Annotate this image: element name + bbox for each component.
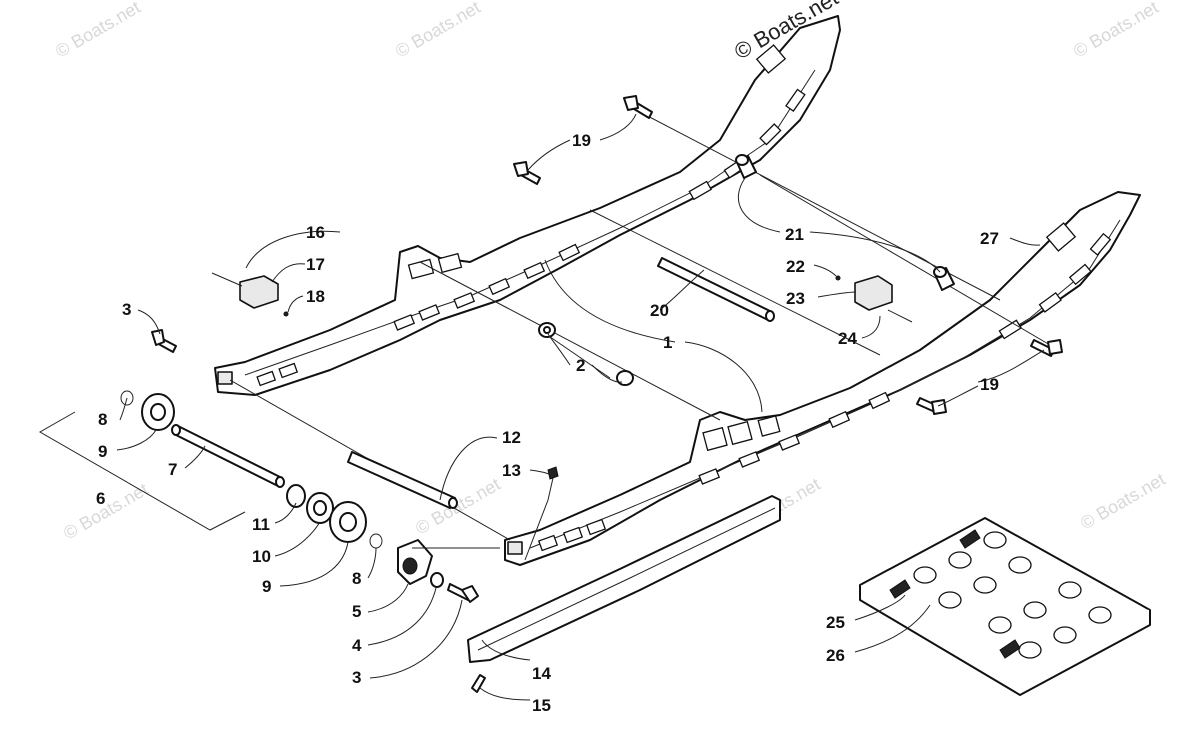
- track-section: [859, 517, 1151, 696]
- callout-14: 14: [532, 664, 551, 683]
- callout-labels: 1 2 3 3 4 5 6 7 8 8 9 9 10 11 12 13 14 1…: [96, 131, 999, 715]
- slide-14: [467, 495, 781, 693]
- callout-4: 4: [352, 636, 362, 655]
- callout-9: 9: [98, 442, 107, 461]
- axle-7: [171, 424, 285, 488]
- pin-13: [547, 466, 559, 480]
- watermark: © Boats.net: [1070, 0, 1162, 61]
- shaft-20: [657, 257, 775, 322]
- callout-7: 7: [168, 460, 177, 479]
- bearing-9-lower: [329, 501, 367, 543]
- callout-23: 23: [786, 289, 805, 308]
- bolt-19: [513, 95, 1063, 415]
- spacer-2: [538, 322, 634, 386]
- callout-6: 6: [96, 489, 105, 508]
- stop-block-23: [835, 275, 913, 323]
- callout-16: 16: [306, 223, 325, 242]
- callout-2: 2: [576, 356, 585, 375]
- wheel-5: [397, 539, 433, 585]
- callout-27: 27: [980, 229, 999, 248]
- snap-ring-8-upper: [120, 390, 134, 406]
- callout-8: 8: [98, 410, 107, 429]
- callout-20: 20: [650, 301, 669, 320]
- watermark: © Boats.net: [392, 0, 484, 61]
- watermark-layer: © Boats.net © Boats.net © Boats.net © Bo…: [52, 0, 1169, 543]
- snap-ring-8-lower: [369, 533, 383, 549]
- callout-8: 8: [352, 569, 361, 588]
- spacer-10: [306, 492, 334, 524]
- bolt-3-upper: [151, 329, 177, 353]
- callout-12: 12: [502, 428, 521, 447]
- callout-3: 3: [122, 300, 131, 319]
- group-bracket-6: [38, 411, 246, 531]
- callout-22: 22: [786, 257, 805, 276]
- callout-1: 1: [663, 333, 672, 352]
- watermark: © Boats.net: [52, 0, 144, 61]
- callout-26: 26: [826, 646, 845, 665]
- rail-front: [504, 191, 1141, 566]
- stop-block-17: [211, 272, 289, 317]
- bushing-21: [735, 154, 955, 291]
- callout-18: 18: [306, 287, 325, 306]
- callout-10: 10: [252, 547, 271, 566]
- callout-15: 15: [532, 696, 551, 715]
- axle-12: [347, 451, 458, 509]
- rail-back: [214, 15, 841, 396]
- callout-3: 3: [352, 668, 361, 687]
- bearing-9-upper: [141, 393, 175, 431]
- callout-24: 24: [838, 329, 857, 348]
- leader-lines: [116, 113, 1045, 701]
- callout-9: 9: [262, 577, 271, 596]
- callout-5: 5: [352, 602, 361, 621]
- callout-11: 11: [252, 515, 270, 534]
- callout-19: 19: [980, 375, 999, 394]
- washer-4: [430, 572, 444, 588]
- callout-21: 21: [785, 225, 804, 244]
- callout-13: 13: [502, 461, 521, 480]
- callout-17: 17: [306, 255, 325, 274]
- snap-ring-11: [286, 484, 306, 508]
- callout-19: 19: [572, 131, 591, 150]
- callout-25: 25: [826, 613, 845, 632]
- bolt-3-lower: [447, 583, 479, 603]
- watermark: © Boats.net: [1077, 469, 1169, 533]
